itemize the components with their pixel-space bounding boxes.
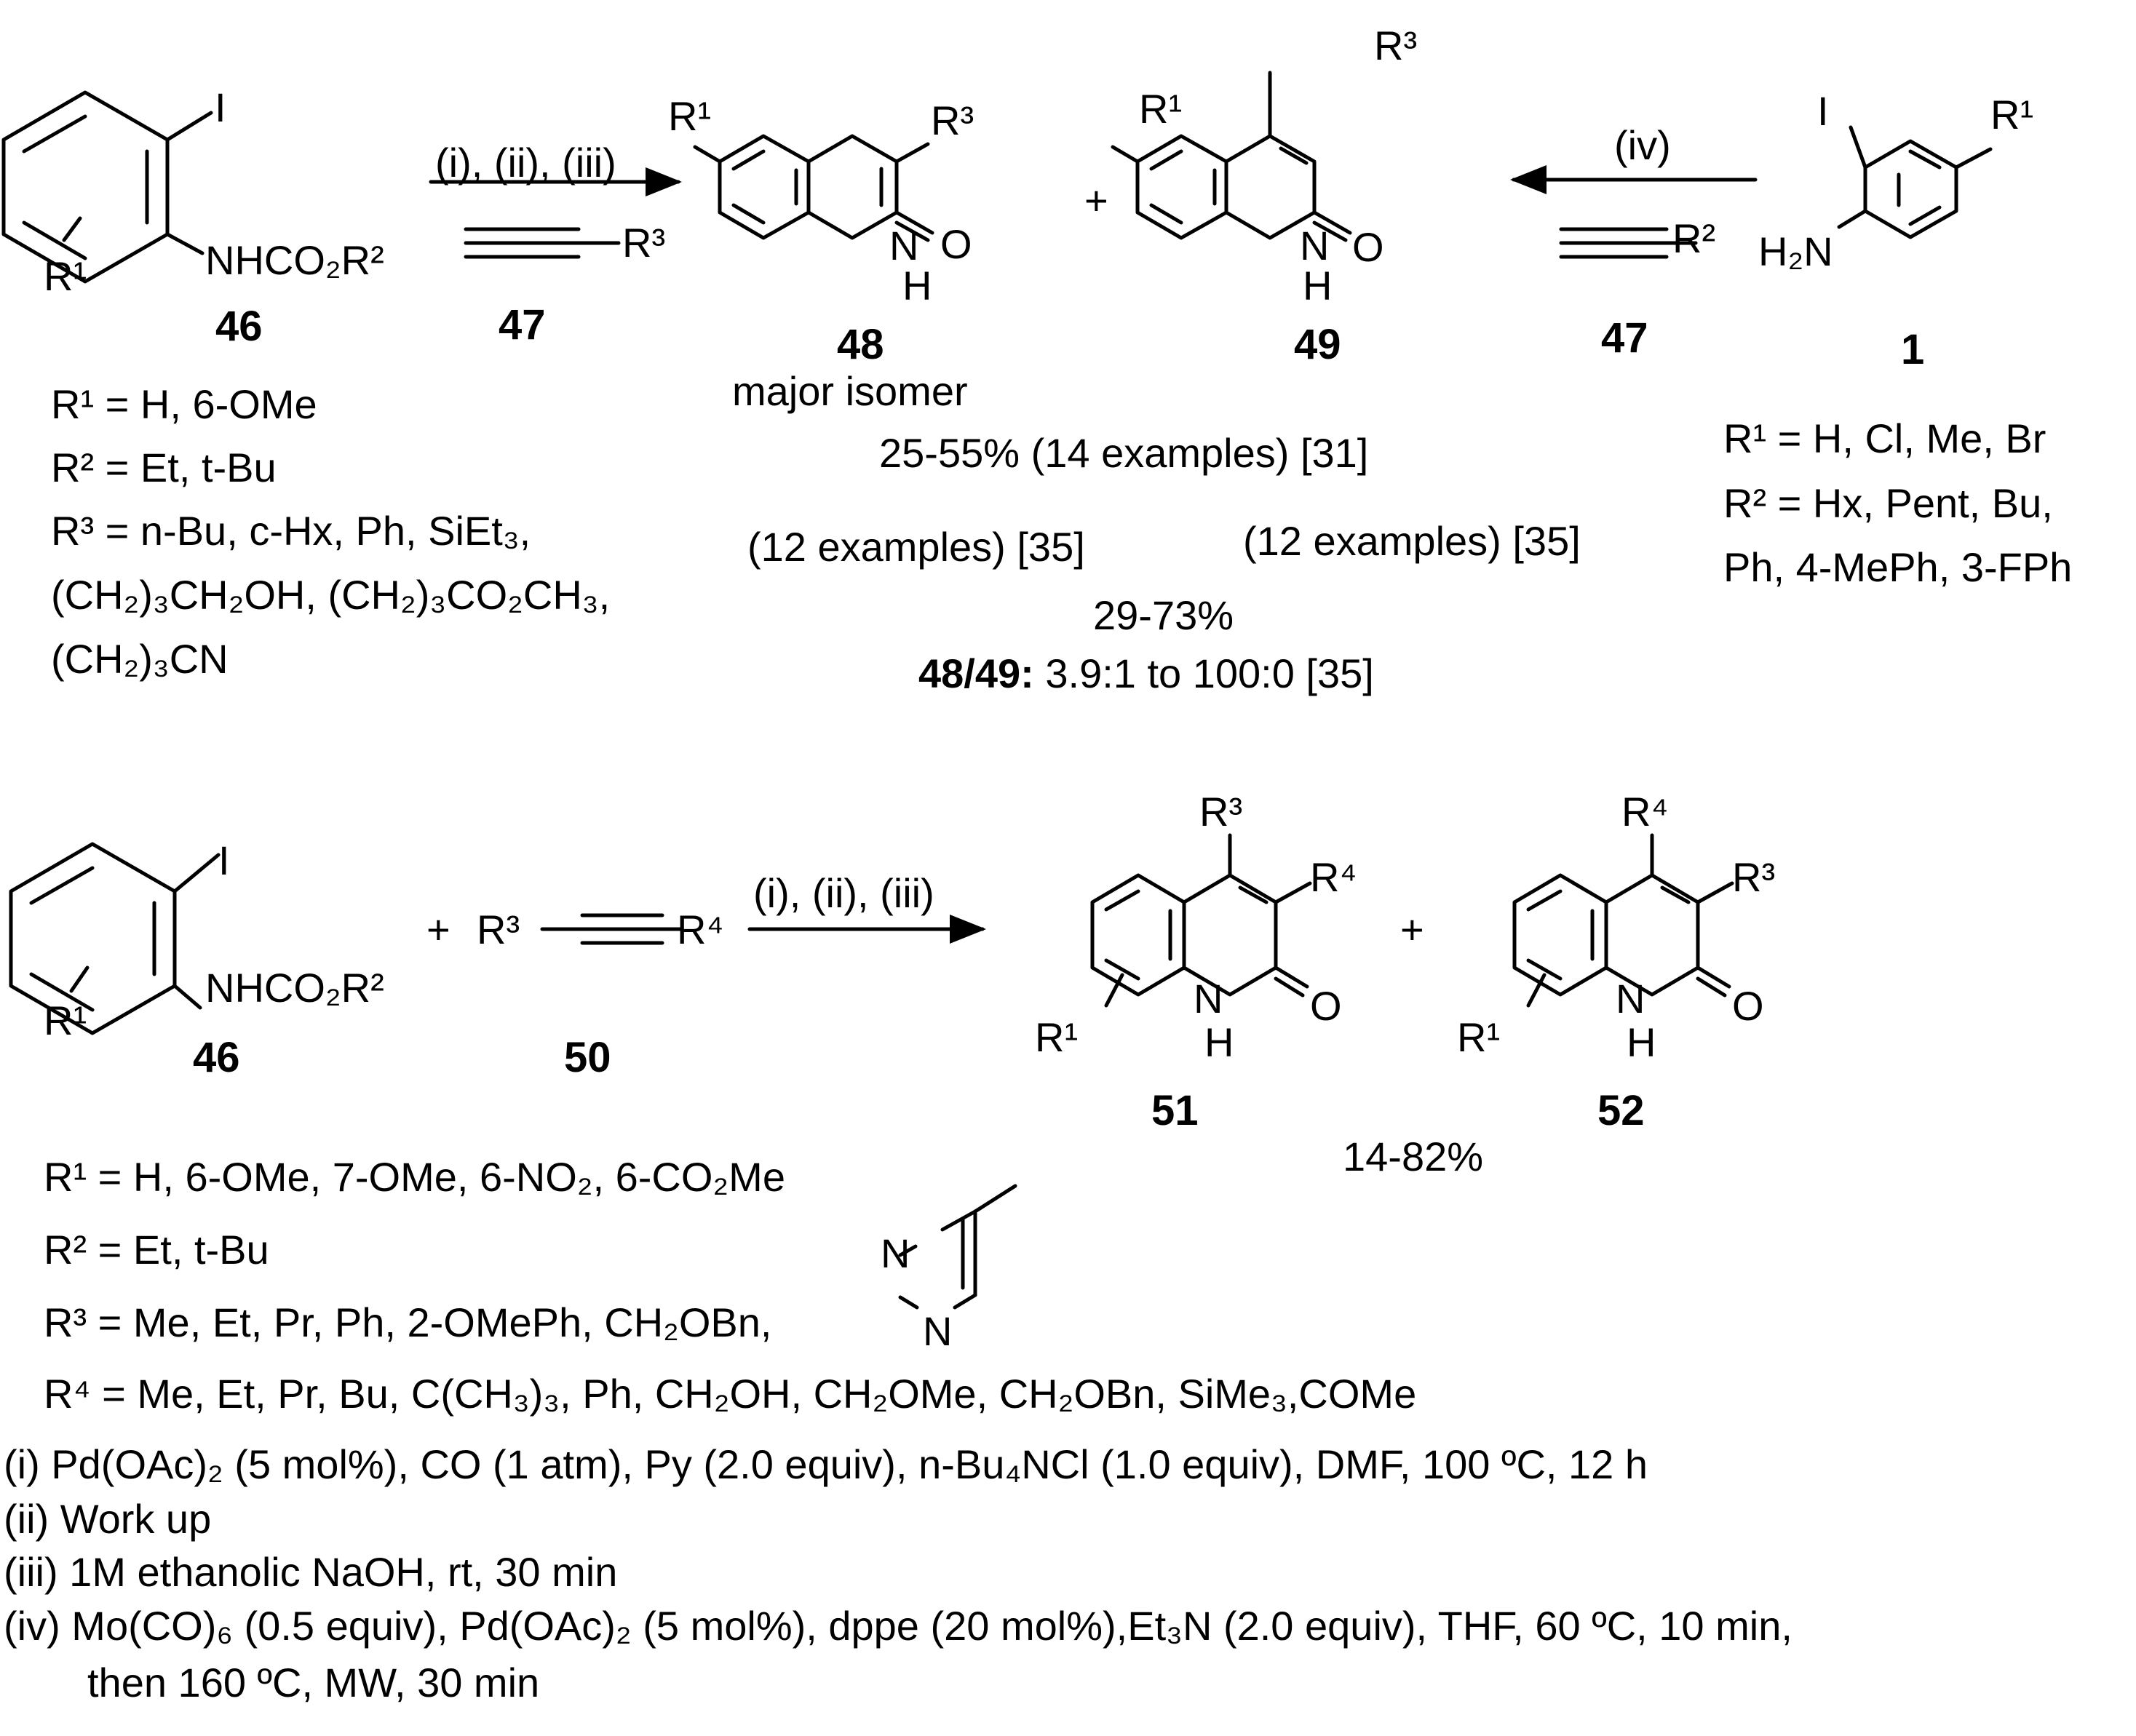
atom-hydrogen: H [1204, 1019, 1234, 1065]
substituent-r3-definition-2: (CH₂)₃CH₂OH, (CH₂)₃CO₂CH₃, [51, 572, 611, 618]
substituent-r1: R¹ [44, 998, 87, 1043]
atom-oxygen: O [940, 221, 972, 267]
atom-hydrogen: H [1303, 263, 1333, 308]
structure-48 [693, 134, 934, 242]
atom-iodine: I [218, 837, 230, 883]
plus-sign: + [426, 907, 450, 952]
condition-ii: (ii) Work up [4, 1496, 212, 1542]
condition-iv-continued: then 160 ºC, MW, 30 min [87, 1660, 540, 1705]
substituent-r1-definition: R¹ = H, Cl, Me, Br [1723, 415, 2046, 461]
atom-oxygen: O [1352, 224, 1384, 270]
examples-note-48: (12 examples) [35] [747, 524, 1085, 570]
substituent-r3-definition: R³ = n-Bu, c-Hx, Ph, SiEt₃, [51, 508, 531, 554]
structure-1 [1837, 125, 1993, 239]
substituent-r2-definition: R² = Et, t-Bu [44, 1227, 269, 1273]
substituent-r1-definition: R¹ = H, 6-OMe, 7-OMe, 6-NO₂, 6-CO₂Me [44, 1154, 785, 1200]
condition-i: (i) Pd(OAc)₂ (5 mol%), CO (1 atm), Py (2… [4, 1441, 1648, 1487]
plus-sign: + [1084, 178, 1108, 223]
substituent-r2-definition: R² = Hx, Pent, Bu, [1723, 480, 2053, 526]
atom-nitrogen: N [1194, 976, 1223, 1022]
substituent-r1: R¹ [1139, 86, 1183, 132]
atom-oxygen: O [1732, 983, 1764, 1029]
substituent-r3: R³ [1199, 789, 1243, 835]
substituent-r1: R¹ [1035, 1014, 1079, 1060]
substituent-r3: R³ [622, 220, 666, 266]
structure-51 [1090, 833, 1312, 1008]
compound-label-47: 47 [1601, 314, 1648, 362]
ratio-label: 48/49: [918, 650, 1034, 696]
condition-iv: (iv) Mo(CO)₆ (0.5 equiv), Pd(OAc)₂ (5 mo… [4, 1603, 1792, 1649]
substituent-r4: R⁴ [1621, 789, 1669, 835]
substituent-r3-definition-3: (CH₂)₃CN [51, 636, 229, 682]
major-isomer-note: major isomer [732, 368, 968, 414]
substituent-r3: R³ [931, 97, 974, 143]
compound-label-47: 47 [499, 301, 546, 349]
arrow-conditions-bottom: (i), (ii), (iii) [753, 870, 934, 916]
substituent-r1: R¹ [668, 93, 712, 139]
ratio-value: 3.9:1 to 100:0 [35] [1045, 650, 1374, 696]
compound-label-51: 51 [1151, 1087, 1199, 1134]
yield-note-bottom: 14-82% [1343, 1134, 1484, 1179]
substituent-r2-definition: R² = Et, t-Bu [51, 445, 277, 490]
arrow-conditions-top-right: (iv) [1614, 122, 1671, 168]
structure-46-top [1, 90, 213, 284]
substituent-r1: R¹ [44, 253, 87, 299]
substituent-r3: R³ [1374, 23, 1418, 68]
substituent-r3-definition: R³ = Me, Et, Pr, Ph, 2-OMePh, CH₂OBn, [44, 1299, 772, 1345]
substituent-r4: R⁴ [1310, 854, 1357, 900]
atom-oxygen: O [1310, 983, 1342, 1029]
substituent-r2-definition-2: Ph, 4-MePh, 3-FPh [1723, 544, 2073, 590]
ratio-note: 48/49: 3.9:1 to 100:0 [35] [918, 653, 1374, 694]
atom-iodine: I [1817, 88, 1829, 134]
alkyne-50 [540, 913, 683, 945]
compound-label-49: 49 [1294, 321, 1341, 368]
atom-hydrogen: H [1627, 1019, 1656, 1065]
arrow-conditions-top-left: (i), (ii), (iii) [435, 140, 616, 186]
structure-49 [1111, 71, 1352, 242]
atom-nitrogen: N [1300, 223, 1330, 268]
substituent-r1: R¹ [1457, 1014, 1501, 1060]
condition-iii: (iii) 1M ethanolic NaOH, rt, 30 min [4, 1549, 618, 1595]
compound-label-48: 48 [837, 321, 884, 368]
substituent-r1-definition: R¹ = H, 6-OMe [51, 381, 317, 427]
substituent-r3: R³ [477, 907, 520, 952]
compound-label-52: 52 [1597, 1087, 1645, 1134]
alkyne-47-right [1559, 227, 1698, 259]
atom-nitrogen: N [889, 223, 919, 268]
alkyne-47-left [464, 227, 621, 259]
examples-note-49: (12 examples) [35] [1243, 518, 1581, 564]
substituent-nhco2r2: NHCO₂R² [205, 237, 384, 283]
substituent-r4: R⁴ [677, 907, 724, 952]
atom-nitrogen: N [1616, 976, 1645, 1022]
pyrimidine-nitrogen: N [881, 1230, 910, 1276]
pyrimidinyl-structure [898, 1184, 1017, 1310]
yield-note-31: 25-55% (14 examples) [31] [879, 430, 1369, 476]
structure-46-bottom [9, 842, 221, 1035]
pyrimidine-nitrogen: N [923, 1308, 953, 1354]
atom-hydrogen: H [902, 263, 932, 308]
atom-iodine: I [215, 84, 226, 130]
compound-label-1: 1 [1901, 326, 1925, 373]
substituent-h2n: H₂N [1758, 228, 1833, 274]
substituent-r2: R² [1672, 215, 1716, 261]
substituent-r3: R³ [1732, 854, 1776, 900]
structure-52 [1512, 833, 1734, 1008]
plus-sign: + [1400, 907, 1424, 952]
substituent-r1: R¹ [1990, 92, 2034, 138]
substituent-r4-definition: R⁴ = Me, Et, Pr, Bu, C(CH₃)₃, Ph, CH₂OH,… [44, 1371, 1417, 1417]
compound-label-46: 46 [193, 1034, 240, 1081]
compound-label-46: 46 [215, 303, 263, 350]
yield-note-35: 29-73% [1093, 592, 1234, 638]
compound-label-50: 50 [564, 1034, 611, 1081]
substituent-nhco2r2: NHCO₂R² [205, 965, 384, 1011]
